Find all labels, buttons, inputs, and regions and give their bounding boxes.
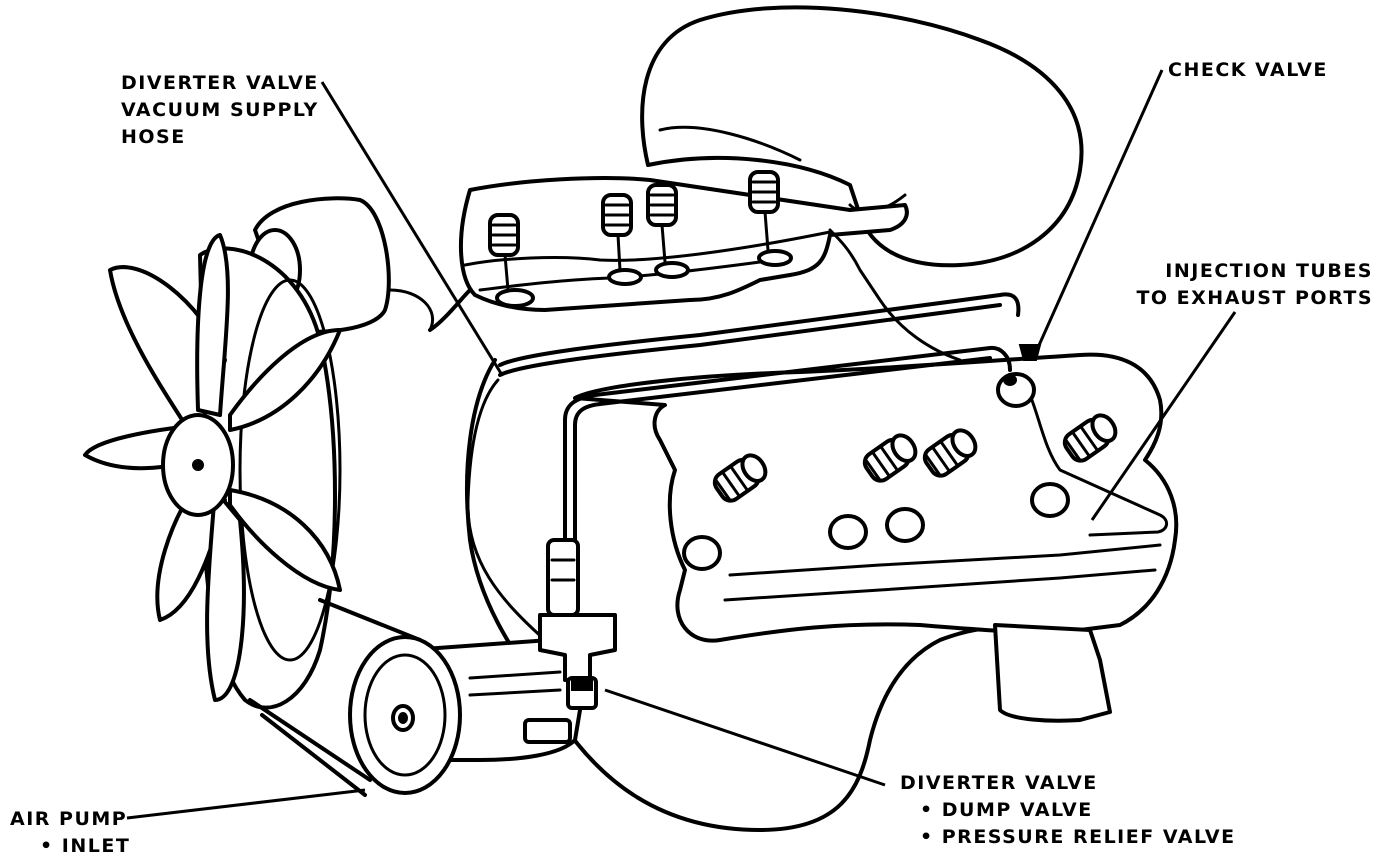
- injector-fitting: [488, 213, 535, 308]
- leader-air-pump: [126, 788, 366, 820]
- fan-assembly: [83, 196, 391, 710]
- drive-belt: [248, 598, 422, 797]
- vacuum-supply-hose: [466, 378, 547, 642]
- leader-injection-tubes: [1090, 311, 1237, 521]
- label-diverter-vacuum-hose: DIVERTER VALVE VACUUM SUPPLY HOSE: [121, 72, 319, 148]
- check-valve: [996, 344, 1042, 408]
- leader-check-valve: [1034, 69, 1164, 353]
- injector-fitting: [748, 170, 793, 267]
- injector-fitting: [712, 453, 768, 503]
- injector-fitting: [601, 193, 643, 286]
- diverter-valve: [538, 538, 617, 710]
- right-bank-injectors: [682, 413, 1118, 571]
- injector-fitting: [1062, 413, 1118, 463]
- injector-fitting: [922, 428, 978, 478]
- leader-vacuum-hose: [320, 81, 504, 376]
- air-pump: [348, 635, 584, 795]
- label-diverter-valve: DIVERTER VALVE • DUMP VALVE • PRESSURE R…: [900, 772, 1236, 848]
- leader-lines: [126, 69, 1237, 820]
- injector-fitting: [646, 183, 690, 279]
- label-injection-tubes: INJECTION TUBES TO EXHAUST PORTS: [1136, 260, 1373, 309]
- leader-diverter-valve: [604, 688, 886, 787]
- label-check-valve: CHECK VALVE: [1168, 59, 1328, 81]
- right-cylinder-head: [573, 352, 1179, 723]
- air-cleaner: [640, 5, 1084, 268]
- air-distribution-tubes: [498, 228, 1168, 550]
- label-air-pump: AIR PUMP • INLET: [10, 808, 131, 857]
- injector-fitting: [862, 433, 918, 483]
- left-bank-injectors: [488, 170, 793, 308]
- left-cylinder-head: [459, 176, 909, 312]
